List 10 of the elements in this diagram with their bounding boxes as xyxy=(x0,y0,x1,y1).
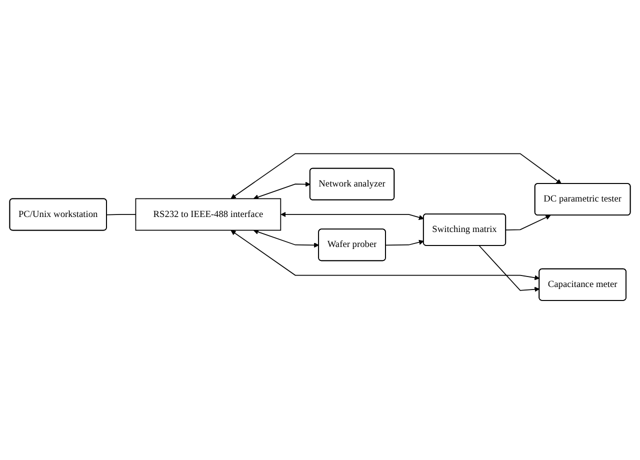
node-box: RS232 to IEEE-488 interface xyxy=(135,198,282,232)
arrow xyxy=(280,212,424,220)
connector xyxy=(106,214,136,216)
arrow xyxy=(505,215,551,231)
arrow xyxy=(385,240,424,246)
arrow xyxy=(230,230,540,281)
arrow xyxy=(253,182,310,200)
arrow xyxy=(253,230,320,248)
arrow xyxy=(230,154,562,200)
arrow xyxy=(478,246,540,292)
